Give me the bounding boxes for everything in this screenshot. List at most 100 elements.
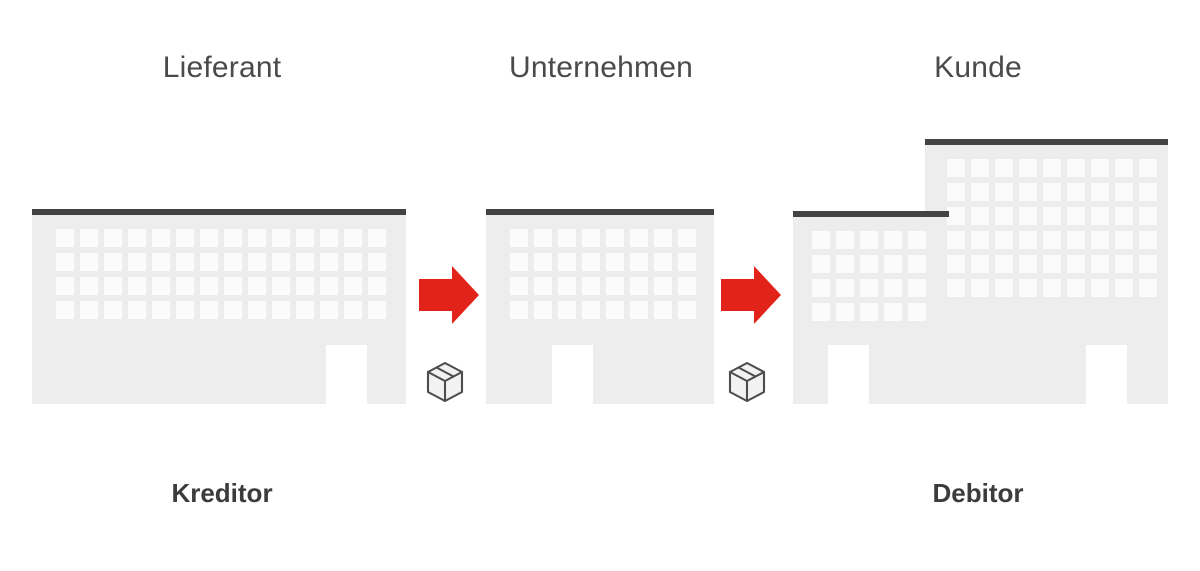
building-window (1043, 231, 1061, 249)
building-window (1139, 231, 1157, 249)
building-kunde-tall-windows (947, 159, 1157, 297)
building-window (606, 301, 624, 319)
building-window (272, 229, 290, 247)
building-window (1019, 255, 1037, 273)
building-window (1091, 231, 1109, 249)
building-window (344, 253, 362, 271)
building-window (971, 279, 989, 297)
building-window (368, 253, 386, 271)
building-window (947, 183, 965, 201)
building-window (1115, 279, 1133, 297)
building-window (908, 279, 926, 297)
building-window (558, 253, 576, 271)
building-window (176, 253, 194, 271)
building-window (678, 253, 696, 271)
building-window (272, 301, 290, 319)
building-window (860, 255, 878, 273)
building-window (606, 277, 624, 295)
building-window (152, 229, 170, 247)
building-window (995, 183, 1013, 201)
building-window (1067, 159, 1085, 177)
building-window (582, 253, 600, 271)
building-window (908, 255, 926, 273)
building-window (654, 277, 672, 295)
building-kunde-small-windows (812, 231, 926, 321)
building-window (200, 301, 218, 319)
building-window (1115, 255, 1133, 273)
building-window (884, 231, 902, 249)
building-window (971, 231, 989, 249)
building-window (344, 277, 362, 295)
building-window (296, 229, 314, 247)
building-window (56, 229, 74, 247)
column-title-unternehmen: Unternehmen (509, 51, 693, 84)
building-window (812, 279, 830, 297)
building-window (995, 279, 1013, 297)
building-window (654, 253, 672, 271)
building-window (296, 301, 314, 319)
building-window (80, 229, 98, 247)
building-window (104, 253, 122, 271)
column-title-lieferant: Lieferant (162, 51, 282, 84)
building-window (534, 253, 552, 271)
building-window (320, 277, 338, 295)
building-window (320, 253, 338, 271)
building-window (368, 301, 386, 319)
building-window (1115, 183, 1133, 201)
building-window (248, 277, 266, 295)
building-window (1043, 159, 1061, 177)
building-window (1139, 183, 1157, 201)
building-window (1043, 183, 1061, 201)
building-window (104, 229, 122, 247)
building-window (128, 253, 146, 271)
building-window (1043, 207, 1061, 225)
building-window (224, 301, 242, 319)
building-window (510, 301, 528, 319)
building-window (947, 279, 965, 297)
building-window (812, 255, 830, 273)
building-window (56, 253, 74, 271)
building-window (947, 255, 965, 273)
building-window (836, 231, 854, 249)
building-window (582, 301, 600, 319)
building-window (1091, 279, 1109, 297)
building-window (1091, 183, 1109, 201)
building-window (128, 277, 146, 295)
building-lieferant-windows (56, 229, 386, 319)
building-window (1139, 159, 1157, 177)
building-window (1019, 231, 1037, 249)
building-window (224, 253, 242, 271)
building-window (80, 301, 98, 319)
building-window (248, 253, 266, 271)
building-window (860, 279, 878, 297)
building-kunde-tall-roof (925, 139, 1168, 145)
building-window (152, 253, 170, 271)
building-lieferant-door (326, 345, 367, 404)
building-window (678, 229, 696, 247)
building-window (534, 229, 552, 247)
building-kunde-small-door (828, 345, 869, 404)
building-window (1091, 255, 1109, 273)
building-window (1067, 279, 1085, 297)
building-window (248, 229, 266, 247)
building-window (200, 253, 218, 271)
package-box-icon (426, 361, 464, 403)
building-window (884, 303, 902, 321)
building-kunde-tall-door (1086, 345, 1127, 404)
building-window (128, 301, 146, 319)
building-window (630, 301, 648, 319)
building-unternehmen-windows (510, 229, 696, 319)
package-box-icon (728, 361, 766, 403)
building-window (272, 253, 290, 271)
building-window (80, 277, 98, 295)
building-window (1115, 231, 1133, 249)
building-window (320, 229, 338, 247)
building-window (1019, 279, 1037, 297)
building-window (176, 301, 194, 319)
building-unternehmen-roof (486, 209, 714, 215)
building-window (630, 253, 648, 271)
building-window (995, 231, 1013, 249)
building-window (947, 231, 965, 249)
building-window (200, 229, 218, 247)
